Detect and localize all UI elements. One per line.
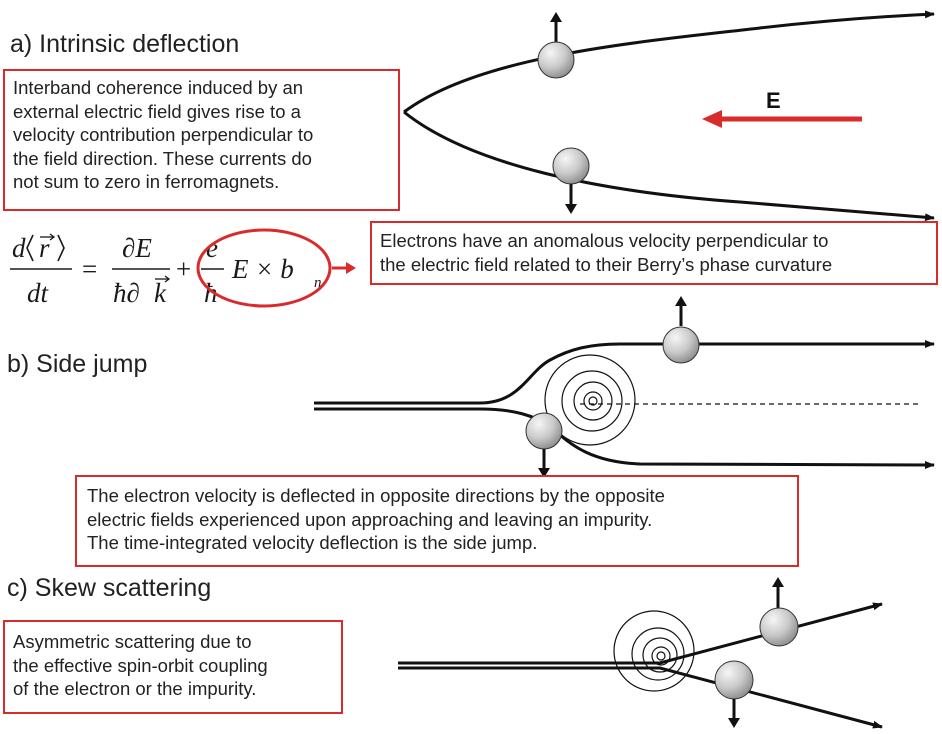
eq-lhs-r: r bbox=[39, 233, 50, 263]
side-jump-spin-down-electron bbox=[525, 412, 563, 478]
side-jump-description-box: The electron velocity is deflected in op… bbox=[75, 475, 799, 567]
side-jump-description-text: The electron velocity is deflected in op… bbox=[87, 485, 665, 553]
section-title-intrinsic: a) Intrinsic deflection bbox=[10, 30, 240, 58]
scattering-center-rings bbox=[613, 610, 695, 692]
eq-e-den: ħ bbox=[204, 278, 218, 308]
skew-incoming-path bbox=[398, 602, 883, 665]
intrinsic-diagram: E bbox=[403, 10, 935, 222]
anomalous-velocity-text: Electrons have an anomalous velocity per… bbox=[380, 230, 833, 275]
eq-mid-den: ħ∂ bbox=[113, 278, 140, 308]
eq-e-num: e bbox=[206, 233, 218, 263]
intrinsic-description-text: Interband coherence induced by an extern… bbox=[13, 77, 314, 192]
side-jump-diagram bbox=[314, 296, 935, 478]
eq-angle-right bbox=[57, 234, 65, 262]
field-label: E bbox=[766, 88, 781, 113]
velocity-equation: d r dt = ∂E ħ∂ k + e ħ E × b n bbox=[10, 228, 356, 308]
section-title-side-jump: b) Side jump bbox=[7, 350, 148, 378]
eq-mid-num: ∂E bbox=[122, 233, 152, 263]
anomalous-velocity-box: Electrons have an anomalous velocity per… bbox=[370, 221, 938, 285]
side-jump-spin-up-electron bbox=[662, 296, 700, 364]
impurity-potential-rings bbox=[544, 354, 636, 446]
eq-plus: + bbox=[176, 254, 191, 284]
electric-field-arrow bbox=[702, 110, 862, 128]
eq-lhs-d: d bbox=[12, 233, 26, 263]
skew-spin-down-electron bbox=[714, 660, 754, 728]
skew-spin-up-electron bbox=[759, 577, 799, 647]
eq-mid-den-k: k bbox=[154, 278, 167, 308]
lower-trajectory bbox=[403, 110, 935, 222]
eq-lhs-den: dt bbox=[27, 278, 50, 308]
incoming-path-upper bbox=[314, 340, 935, 405]
incoming-path-lower bbox=[314, 407, 935, 469]
skew-description-text: Asymmetric scattering due to the effecti… bbox=[13, 631, 268, 699]
intrinsic-description-box: Interband coherence induced by an extern… bbox=[3, 69, 400, 211]
eq-equals: = bbox=[82, 254, 97, 284]
skew-incoming-path-lower bbox=[398, 666, 883, 729]
skew-scattering-diagram bbox=[398, 577, 883, 729]
eq-angle-left bbox=[26, 234, 34, 262]
upper-trajectory bbox=[403, 10, 935, 114]
skew-description-box: Asymmetric scattering due to the effecti… bbox=[3, 620, 343, 714]
spin-down-electron bbox=[552, 147, 590, 214]
spin-up-electron bbox=[537, 12, 575, 79]
section-title-skew: c) Skew scattering bbox=[7, 574, 212, 602]
eq-cross-sub: n bbox=[314, 275, 322, 291]
eq-cross: E × b bbox=[231, 254, 294, 284]
anomalous-term-highlight bbox=[196, 228, 332, 308]
